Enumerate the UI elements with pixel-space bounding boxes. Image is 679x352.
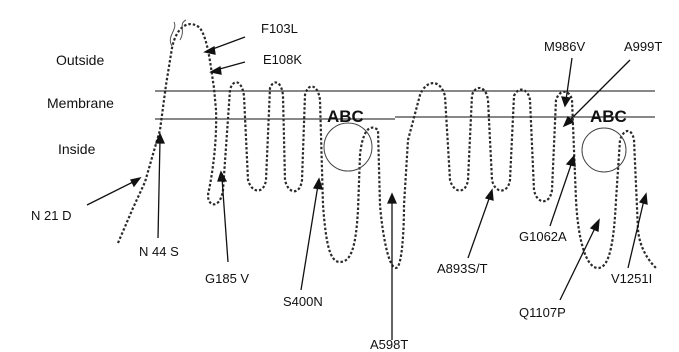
arrow-g185v (222, 178, 228, 262)
mutation-label-n21d: N 21 D (31, 209, 71, 222)
arrow-head-q1107p (591, 220, 599, 231)
arrow-head-n44s (156, 134, 164, 143)
arrow-v1251i (628, 200, 644, 268)
arrow-head-f103l (205, 47, 215, 54)
arrow-head-m986v (562, 97, 570, 106)
mutation-label-a893st: A893S/T (437, 262, 488, 275)
arrow-n21d (87, 181, 135, 205)
arrow-f103l (210, 37, 245, 50)
arrow-s400n (301, 185, 318, 290)
arrow-head-a598t (388, 194, 396, 203)
mutation-label-g185v: G185 V (205, 272, 249, 285)
abc-domain-circle-1 (324, 123, 372, 171)
arrow-head-v1251i (640, 194, 647, 204)
mutation-label-n44s: N 44 S (139, 245, 179, 258)
mutation-label-m986v: M986V (544, 40, 585, 53)
mutation-label-g1062a: G1062A (519, 230, 567, 243)
region-label-membrane: Membrane (47, 96, 114, 110)
abc-domain-label-2: ABC (590, 108, 627, 125)
mutation-label-e108k: E108K (263, 53, 302, 66)
abc-domain-label-1: ABC (327, 108, 364, 125)
mutation-label-v1251i: V1251I (611, 272, 652, 285)
arrow-head-e108k (211, 67, 221, 74)
arrow-head-a893st (486, 190, 493, 200)
arrow-head-s400n (314, 179, 322, 189)
mutation-label-q1107p: Q1107P (519, 306, 566, 319)
mutation-label-f103l: F103L (261, 22, 298, 35)
arrow-head-g1062a (567, 156, 575, 166)
mutation-label-a598t: A598T (370, 338, 408, 351)
arrow-n44s (158, 140, 160, 238)
arrow-head-n21d (131, 178, 140, 186)
region-label-outside: Outside (56, 53, 104, 67)
mutation-label-s400n: S400N (283, 295, 323, 308)
region-label-inside: Inside (58, 142, 95, 156)
mutation-label-a999t: A999T (624, 40, 662, 53)
arrow-a893st (468, 196, 490, 258)
protein-backbone (118, 24, 656, 268)
